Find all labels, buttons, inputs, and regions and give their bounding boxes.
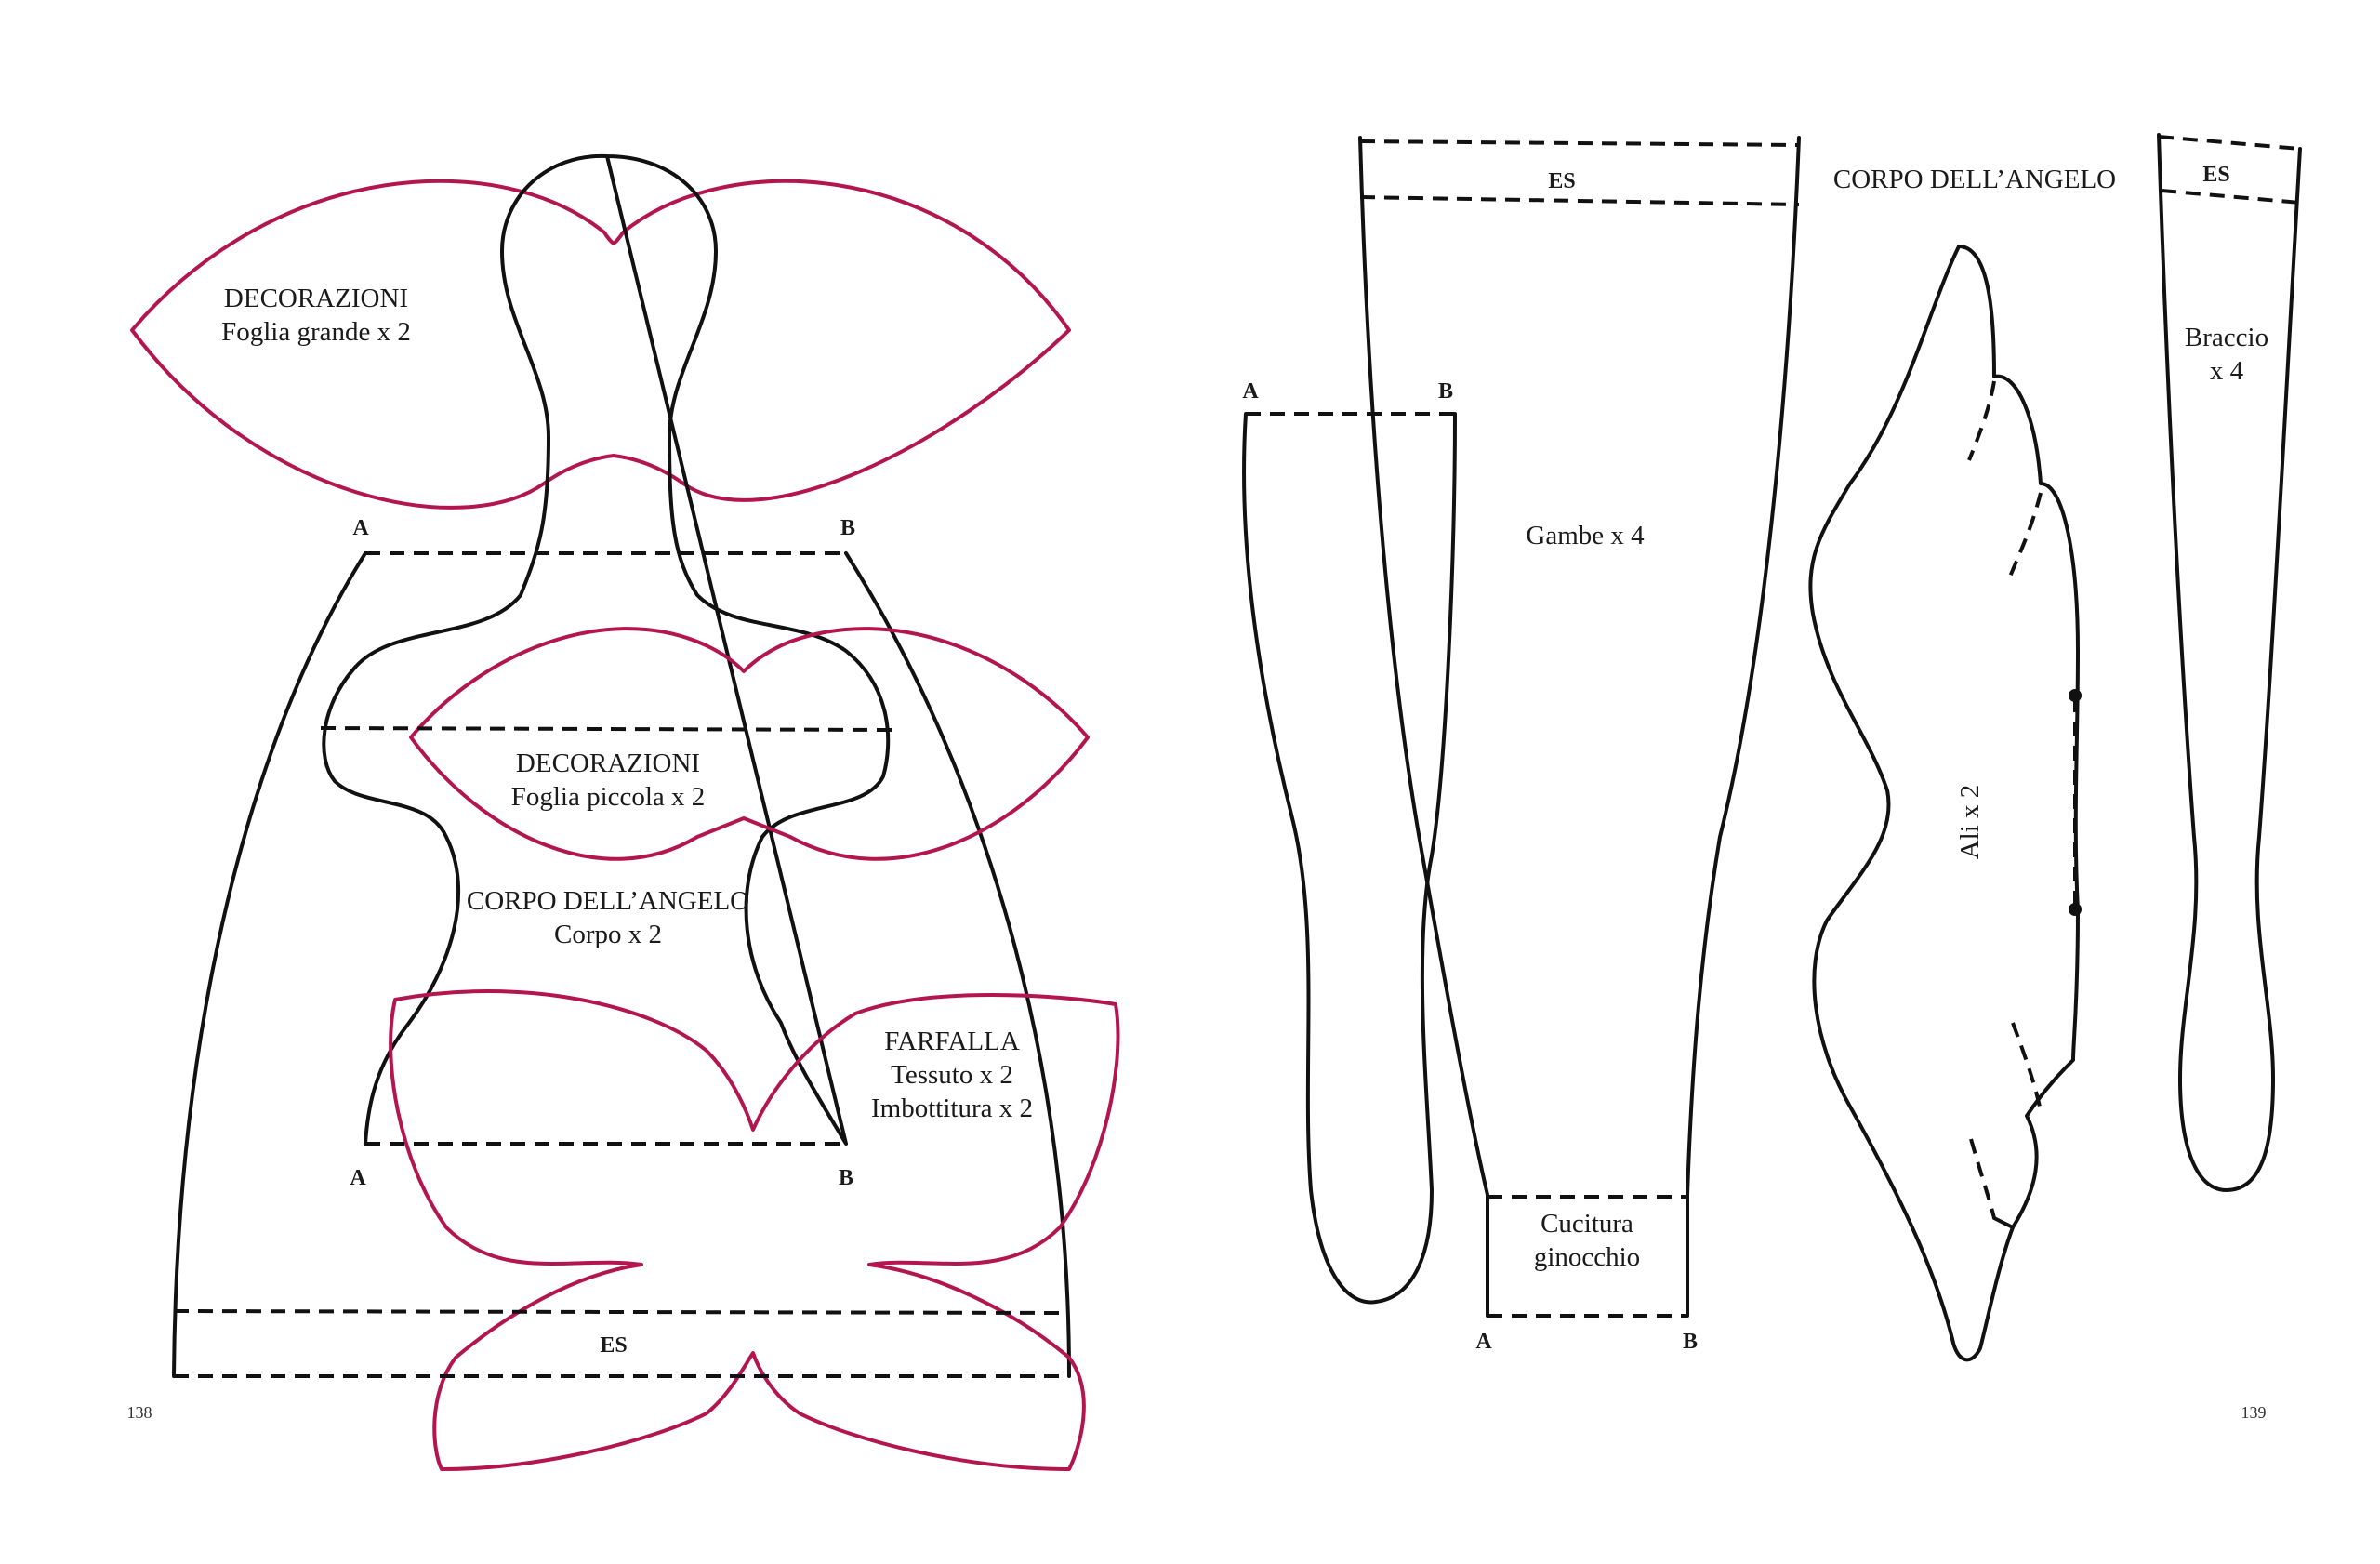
right-page: CORPO DELL’ANGELO Gambe x 4 Cucitura gin… — [1242, 133, 2302, 1422]
butterfly-line2: Imbottitura x 2 — [871, 1093, 1033, 1123]
skirt-outline — [172, 551, 367, 1378]
marker-b-bottom: B — [839, 1166, 853, 1190]
angel-body-outline — [322, 153, 891, 1146]
legs-outline — [1358, 136, 1801, 1318]
arm-label-line1: Braccio — [2185, 323, 2268, 352]
wings-dash-notch-3 — [2011, 1022, 2043, 1112]
large-leaf-outline — [130, 179, 1071, 510]
arm-label-line2: x 4 — [2210, 356, 2244, 386]
arm-dash-es — [2161, 189, 2301, 205]
wings-dash-notch-1 — [1967, 380, 1996, 461]
wings-outline — [1808, 245, 2080, 1362]
butterfly-outline — [389, 989, 1120, 1471]
left-page: DECORAZIONI Foglia grande x 2 DECORAZION… — [127, 153, 1120, 1471]
small-leaf-outline — [409, 627, 1090, 861]
butterfly-title: FARFALLA — [884, 1027, 1020, 1056]
lower-leg-outline — [1242, 412, 1457, 1305]
marker-a-top: A — [352, 516, 369, 540]
page-number-right: 139 — [2241, 1403, 2267, 1422]
marker-b-lower-leg: B — [1438, 379, 1453, 404]
skirt-outline-right — [844, 551, 1071, 1378]
arm-outline — [2157, 133, 2302, 1192]
marker-a-lower-leg: A — [1242, 379, 1259, 404]
wings-dot-bottom — [2069, 903, 2082, 916]
wings-dash-notch-2 — [2006, 492, 2043, 582]
butterfly-line1: Tessuto x 2 — [891, 1060, 1013, 1090]
knee-label-line1: Cucitura — [1540, 1209, 1633, 1239]
leaf-small-subtitle: Foglia piccola x 2 — [511, 782, 706, 812]
marker-es-legs: ES — [1548, 169, 1575, 193]
leaf-small-title: DECORAZIONI — [516, 749, 700, 778]
marker-b-knee: B — [1683, 1330, 1698, 1354]
leaf-large-subtitle: Foglia grande x 2 — [221, 317, 411, 347]
body-title: CORPO DELL’ANGELO — [467, 886, 749, 916]
body-subtitle: Corpo x 2 — [554, 920, 662, 949]
page-number-left: 138 — [127, 1403, 152, 1422]
marker-a-bottom: A — [350, 1166, 366, 1190]
marker-es-left: ES — [600, 1333, 627, 1358]
arm-dash-top — [2158, 135, 2301, 151]
wings-label: Ali x 2 — [1955, 785, 1985, 860]
marker-b-top: B — [840, 516, 855, 540]
wings-dot-top — [2069, 689, 2082, 702]
dash-es-upper — [173, 1309, 1070, 1315]
legs-label: Gambe x 4 — [1526, 521, 1645, 550]
marker-a-knee: A — [1475, 1330, 1492, 1354]
legs-dash-es — [1359, 195, 1800, 206]
knee-label-line2: ginocchio — [1534, 1242, 1640, 1272]
leaf-large-title: DECORAZIONI — [224, 284, 408, 313]
right-section-title: CORPO DELL’ANGELO — [1833, 165, 2116, 194]
legs-dash-top — [1359, 139, 1800, 147]
marker-es-arm: ES — [2202, 163, 2229, 187]
dash-waist — [320, 726, 895, 732]
wings-dash-notch-4 — [1969, 1138, 1996, 1219]
